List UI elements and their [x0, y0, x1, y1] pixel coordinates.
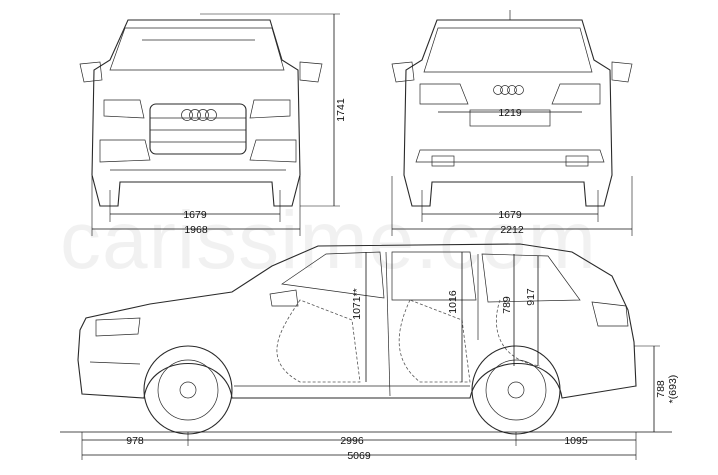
brand-ring: [189, 109, 201, 121]
brand-ring: [493, 85, 503, 95]
label-rear-inner-width: 1219: [498, 107, 522, 119]
label-boot-height-b: 917: [525, 288, 537, 306]
label-wheelbase: 2996: [340, 435, 364, 447]
side-view: [77, 243, 637, 435]
label-rear-overhang: 1095: [564, 435, 588, 447]
label-total-length: 5069: [347, 450, 371, 462]
brand-ring: [500, 85, 510, 95]
brand-ring: [205, 109, 217, 121]
plate-area: [469, 109, 551, 127]
dimension-labels: 1741 1679 1968 1219 1679 2212 1071** 101…: [126, 98, 679, 462]
watermark-text: carissime.com: [60, 195, 597, 286]
label-load-sill: 788: [655, 380, 667, 398]
label-boot-height-a: 789: [501, 296, 513, 314]
label-rear-headroom: 1016: [447, 290, 459, 314]
label-rear-width: 2212: [500, 224, 524, 236]
rear-wheel: [471, 345, 561, 435]
front-wheel: [143, 345, 233, 435]
brand-ring: [197, 109, 209, 121]
label-front-headroom: 1071**: [351, 288, 363, 320]
label-front-overhang: 978: [126, 435, 144, 447]
brand-ring: [514, 85, 524, 95]
label-front-width: 1968: [184, 224, 208, 236]
brand-ring: [181, 109, 193, 121]
dimension-lines: [60, 13, 672, 460]
brand-ring: [507, 85, 517, 95]
label-rear-track: 1679: [498, 209, 522, 221]
label-front-track: 1679: [183, 209, 207, 221]
label-load-sill-alt: *(693): [667, 375, 679, 404]
front-view: [79, 19, 323, 207]
rear-view: [391, 10, 633, 207]
label-front-height: 1741: [335, 98, 347, 122]
